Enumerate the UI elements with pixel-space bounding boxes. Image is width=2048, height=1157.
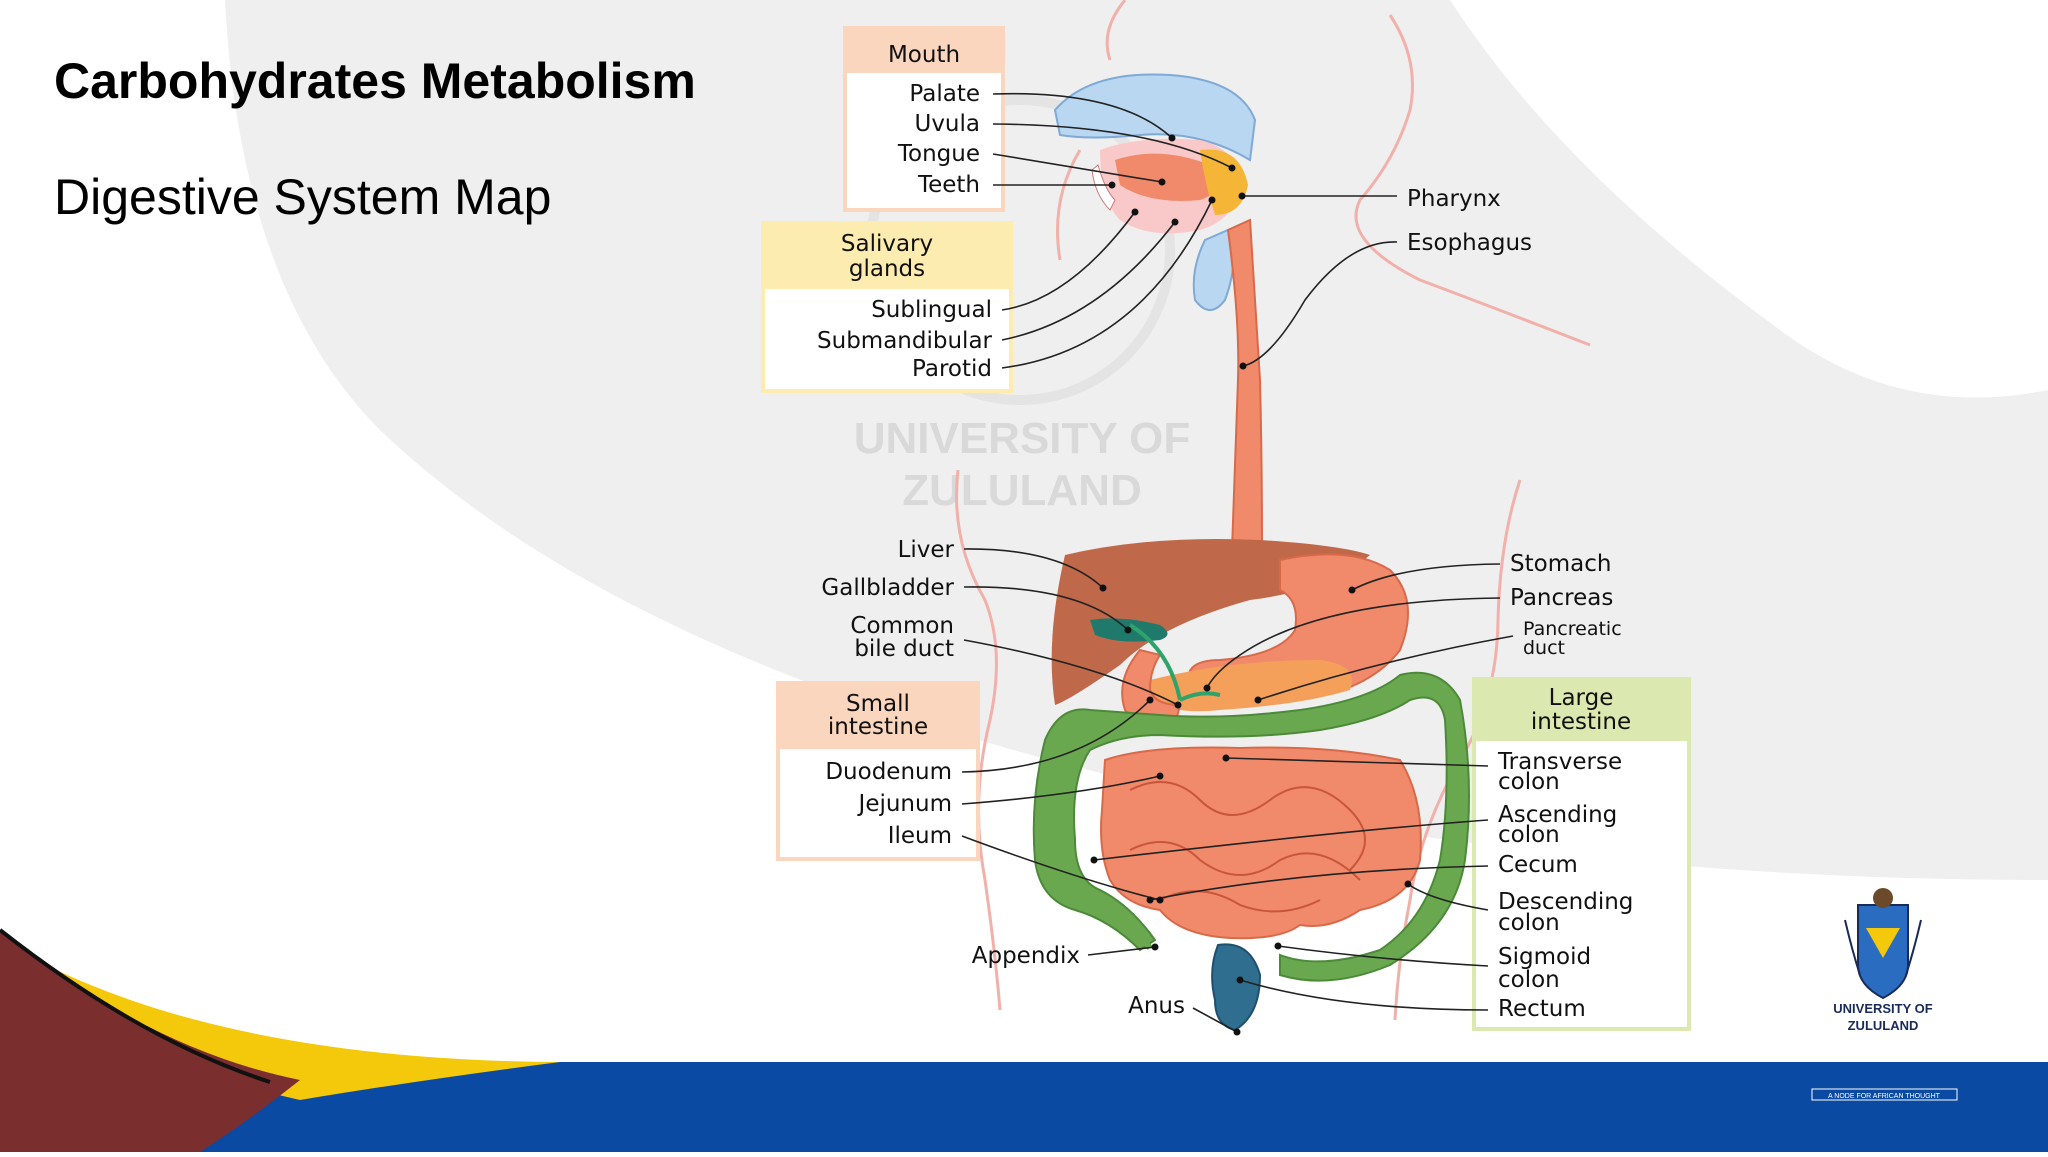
appendix-shape <box>1127 918 1153 950</box>
slide-subtitle: Digestive System Map <box>54 169 552 225</box>
label-submandibular: Submandibular <box>817 328 993 354</box>
large-intestine-header-bg <box>1474 679 1689 741</box>
mouth-label-box: Mouth Palate Uvula Tongue Teeth <box>843 26 1005 212</box>
crest-icon <box>1844 888 1922 1000</box>
slide-title: Carbohydrates Metabolism <box>54 53 696 109</box>
watermark-line2: ZULULAND <box>902 466 1142 515</box>
large-intestine-header-line1: Large <box>1549 685 1614 711</box>
label-common-bile-duct-line2: bile duct <box>854 636 954 662</box>
small-intestine-label-box: Small intestine Duodenum Jejunum Ileum <box>776 681 980 861</box>
label-tongue: Tongue <box>897 141 980 167</box>
label-sublingual: Sublingual <box>871 297 992 323</box>
salivary-header-line1: Salivary <box>841 231 933 257</box>
label-pancreatic-duct-line2: duct <box>1523 637 1565 659</box>
salivary-label-box: Salivary glands Sublingual Submandibular… <box>761 221 1013 393</box>
duodenum-shape <box>1121 648 1182 727</box>
background-swoosh-light <box>1450 0 2048 398</box>
small-intestine-header-line2: intestine <box>828 714 928 740</box>
label-duodenum: Duodenum <box>825 759 952 785</box>
university-logo: UNIVERSITY OF ZULULAND A NODE FOR AFRICA… <box>1811 888 1958 1101</box>
small-intestine-header-line1: Small <box>846 691 910 717</box>
label-gallbladder: Gallbladder <box>821 575 954 601</box>
label-transverse-colon-line1: Transverse <box>1497 749 1622 775</box>
label-cecum: Cecum <box>1498 852 1578 878</box>
label-teeth: Teeth <box>917 172 980 198</box>
logo-line2: ZULULAND <box>1848 1018 1919 1033</box>
large-intestine-shape <box>1032 671 1470 982</box>
label-sigmoid-colon-line2: colon <box>1498 967 1560 993</box>
label-jejunum: Jejunum <box>857 791 952 817</box>
label-sigmoid-colon-line1: Sigmoid <box>1498 944 1591 970</box>
label-esophagus: Esophagus <box>1407 230 1532 256</box>
background-swoosh <box>225 0 2048 880</box>
small-intestine-folds <box>1129 781 1366 913</box>
logo-tagline: A NODE FOR AFRICAN THOUGHT <box>1828 1093 1941 1100</box>
pancreas-shape <box>1150 660 1352 712</box>
label-stomach: Stomach <box>1510 551 1611 577</box>
footer-band <box>0 928 2048 1152</box>
salivary-header-line2: glands <box>849 256 925 282</box>
large-intestine-label-box: Large intestine Transverse colon Ascendi… <box>1472 677 1691 1031</box>
mouth-header: Mouth <box>888 42 960 68</box>
label-rectum: Rectum <box>1498 996 1586 1022</box>
label-pancreas: Pancreas <box>1510 585 1613 611</box>
salivary-header-bg <box>763 223 1011 289</box>
label-descending-colon-line1: Descending <box>1498 889 1633 915</box>
label-transverse-colon-line2: colon <box>1498 769 1560 795</box>
label-pancreatic-duct-line1: Pancreatic <box>1523 618 1622 640</box>
label-ascending-colon-line1: Ascending <box>1498 802 1617 828</box>
watermark: UNIVERSITY OF ZULULAND <box>854 95 1191 515</box>
mouth-header-bg <box>845 28 1003 73</box>
tagline-frame <box>1811 1088 1958 1101</box>
label-parotid: Parotid <box>912 356 992 382</box>
small-intestine-shape <box>1100 746 1422 940</box>
label-anus: Anus <box>1128 993 1185 1019</box>
leader-lines <box>961 92 1514 1033</box>
label-appendix: Appendix <box>972 943 1080 969</box>
label-uvula: Uvula <box>914 111 980 137</box>
label-descending-colon-line2: colon <box>1498 910 1560 936</box>
small-intestine-header-bg <box>778 683 978 749</box>
label-pharynx: Pharynx <box>1407 186 1501 212</box>
label-ascending-colon-line2: colon <box>1498 822 1560 848</box>
logo-line1: UNIVERSITY OF <box>1833 1001 1933 1016</box>
label-common-bile-duct-line1: Common <box>850 613 954 639</box>
watermark-line1: UNIVERSITY OF <box>854 414 1191 463</box>
label-palate: Palate <box>909 81 980 107</box>
rectum-shape <box>1211 943 1262 1032</box>
leader-dots <box>1090 134 1412 1036</box>
label-ileum: Ileum <box>888 823 952 849</box>
label-liver: Liver <box>898 537 955 563</box>
large-intestine-header-line2: intestine <box>1531 709 1631 735</box>
bile-duct-lines <box>1128 623 1221 702</box>
